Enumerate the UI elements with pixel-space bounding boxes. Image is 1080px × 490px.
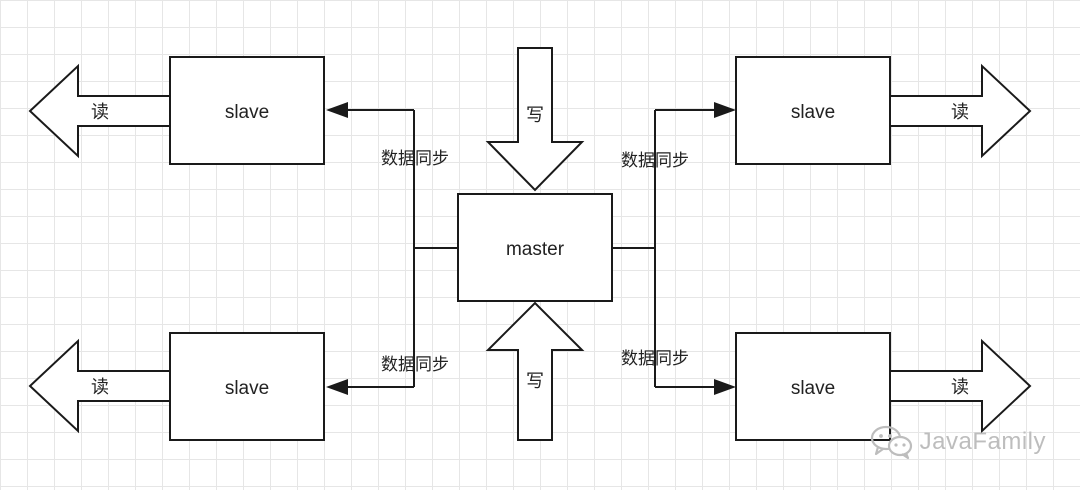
master-label: master [506,239,565,260]
read-arrow-bottom-left [28,338,173,434]
sync-label-top-left: 数据同步 [381,149,449,169]
sync-label-bottom-right: 数据同步 [621,349,689,369]
slave-label-bottom-left: slave [225,378,269,399]
read-arrow-top-left [28,63,173,159]
write-label-top: 写 [526,105,544,126]
sync-line-left [348,109,458,388]
watermark-text: JavaFamily [919,428,1046,455]
slave-box-top-left [169,56,325,165]
wechat-icon [870,425,912,460]
watermark: JavaFamily [870,424,1046,460]
sync-arrowhead-top-right [714,102,736,118]
read-label-top-left: 读 [91,102,109,123]
slave-label-top-left: slave [225,102,269,123]
read-arrow-bottom-right [885,338,1032,434]
slave-box-bottom-right [735,332,891,441]
write-arrow-bottom [485,301,585,441]
slave-box-bottom-left [169,332,325,441]
sync-line-right [612,109,714,388]
slave-label-top-right: slave [791,102,835,123]
sync-arrowhead-top-left [326,102,348,118]
sync-label-top-right: 数据同步 [621,151,689,171]
write-label-bottom: 写 [526,371,544,392]
write-arrow-top [485,47,585,192]
read-label-bottom-left: 读 [91,377,109,398]
slave-box-top-right [735,56,891,165]
read-label-bottom-right: 读 [951,377,969,398]
read-arrow-top-right [885,63,1032,159]
sync-arrowhead-bottom-right [714,379,736,395]
master-box [457,193,613,302]
sync-arrowhead-bottom-left [326,379,348,395]
slave-label-bottom-right: slave [791,378,835,399]
read-label-top-right: 读 [951,102,969,123]
sync-label-bottom-left: 数据同步 [381,355,449,375]
